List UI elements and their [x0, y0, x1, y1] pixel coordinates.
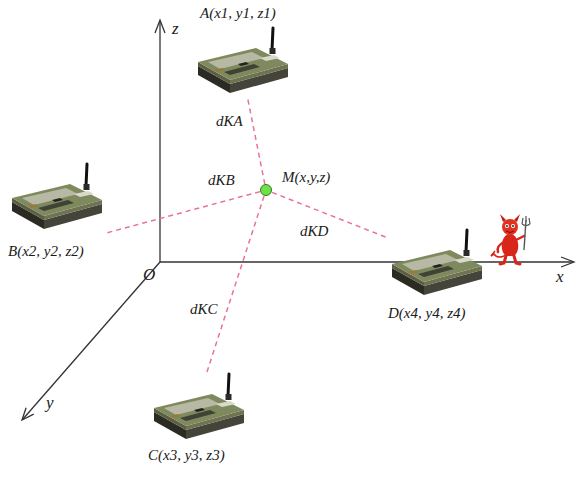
- sensor-node: D(x4, y4, z4): [388, 228, 484, 298]
- sensor-node: B(x2, y2, z2): [8, 162, 104, 232]
- arrow-head: [561, 257, 574, 267]
- z-axis: [159, 21, 160, 262]
- sensor-board: [194, 26, 290, 96]
- x-axis: [160, 261, 573, 262]
- target-point: M(x,y,z): [260, 184, 272, 196]
- sensor-board: [388, 228, 484, 298]
- sensor-node: A(x1, y1, z1): [194, 26, 290, 96]
- distance-line: [247, 96, 265, 184]
- sensor-node: C(x3, y3, z3): [150, 372, 246, 442]
- distance-label: dKB: [206, 171, 237, 189]
- arrow-head: [22, 408, 34, 420]
- point-dot: [260, 184, 272, 196]
- node-label: B(x2, y2, z2): [8, 242, 84, 260]
- arrow-head: [155, 20, 165, 33]
- node-label: C(x3, y3, z3): [148, 446, 225, 464]
- axis-label: O: [143, 266, 155, 285]
- y-axis: [23, 262, 160, 419]
- node-label: M(x,y,z): [282, 168, 330, 186]
- node-label: D(x4, y4, z4): [388, 304, 465, 322]
- distance-label: dKC: [188, 300, 220, 318]
- axis-label: x: [556, 268, 564, 287]
- distance-line: [104, 192, 260, 234]
- sensor-board: [8, 162, 104, 232]
- sensor-board: [150, 372, 246, 442]
- node-label: A(x1, y1, z1): [200, 4, 276, 22]
- axis-label: z: [172, 20, 179, 39]
- distance-label: dKD: [298, 222, 330, 240]
- distance-label: dKA: [214, 112, 245, 130]
- axis-label: y: [46, 394, 54, 413]
- distance-line: [207, 196, 264, 372]
- devil-icon: [491, 214, 530, 264]
